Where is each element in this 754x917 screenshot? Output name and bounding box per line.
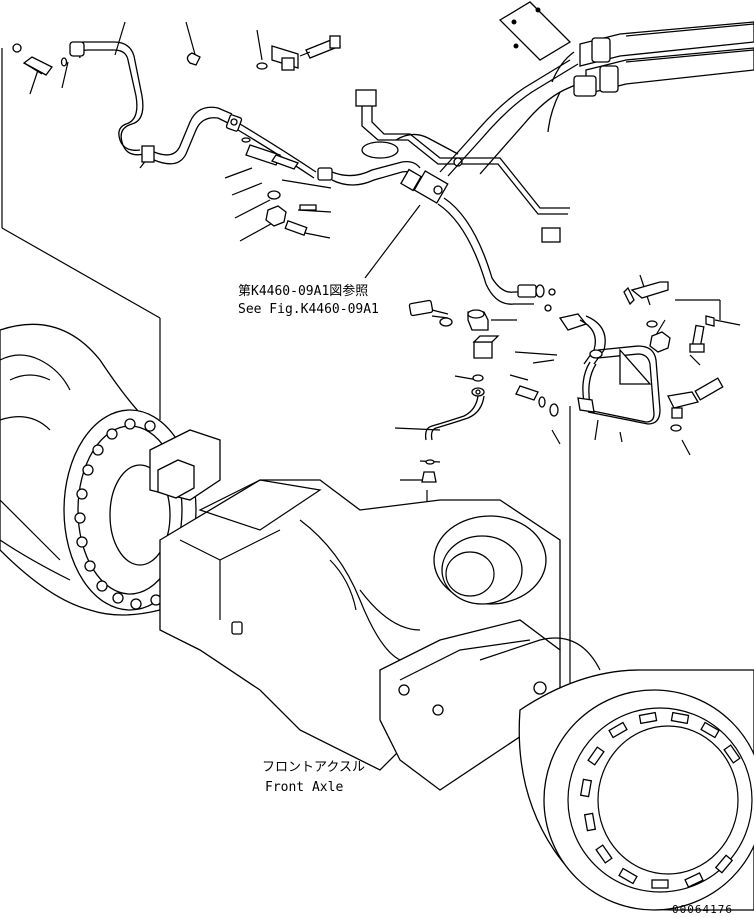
reference-label-en: See Fig.K4460-09A1 xyxy=(238,302,379,317)
top-right-hoses xyxy=(498,1,754,133)
drawing-number: 00064176 xyxy=(672,903,733,916)
upper-pipe-assembly xyxy=(153,59,601,305)
component-label-en: Front Axle xyxy=(265,780,343,795)
right-pipe-assembly xyxy=(515,281,724,432)
brake-drum-slots-right xyxy=(579,711,741,889)
top-center-fittings xyxy=(256,35,341,71)
middle-fittings-stack xyxy=(408,299,500,483)
reference-label-ja: 第K4460-09A1図参照 xyxy=(238,283,368,299)
front-axle xyxy=(0,323,754,911)
left-top-fittings xyxy=(12,41,201,163)
component-label-ja: フロントアクスル xyxy=(262,760,365,775)
hub-bolts-left xyxy=(74,418,162,610)
